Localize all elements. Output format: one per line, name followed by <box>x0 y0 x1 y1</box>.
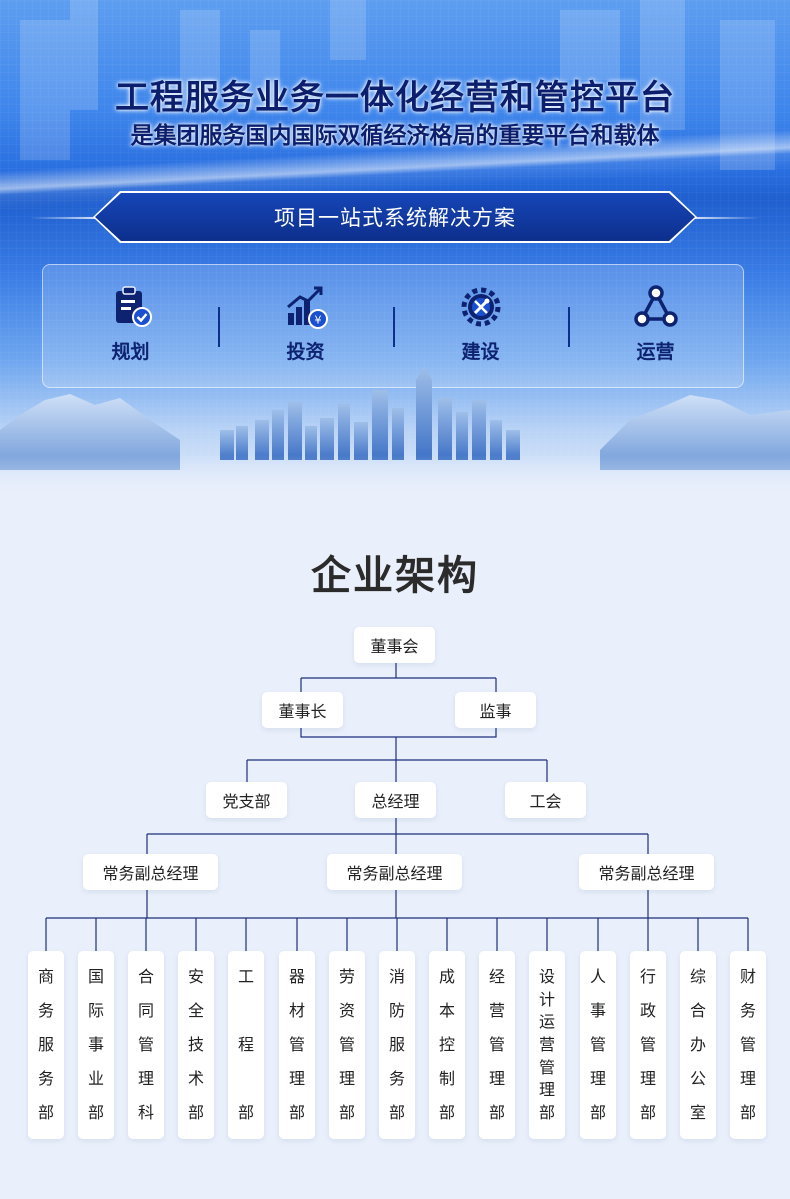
department-label: 工 程 部 <box>237 967 254 1122</box>
department-card: 消防服务部 <box>379 951 415 1139</box>
network-triangle-icon <box>633 284 678 327</box>
department-card: 人事管理部 <box>580 951 616 1139</box>
department-label: 成本控制部 <box>438 967 455 1122</box>
department-card: 安全技术部 <box>178 951 214 1139</box>
department-card: 劳资管理部 <box>329 951 365 1139</box>
department-card: 商务服务部 <box>28 951 64 1139</box>
department-card: 财务管理部 <box>730 951 766 1139</box>
labor-union-node: 工会 <box>505 782 586 818</box>
clipboard-check-icon <box>115 285 152 327</box>
department-label: 经营管理部 <box>488 967 505 1122</box>
project-phases-card: 规划 ¥ 投资 建设 <box>42 264 744 388</box>
vice-gm-node: 常务副总经理 <box>327 854 462 890</box>
general-manager-node: 总经理 <box>355 782 436 818</box>
department-label: 器材管理部 <box>288 967 305 1122</box>
board-of-directors-node: 董事会 <box>354 627 435 663</box>
hero-banner: 工程服务业务一体化经营和管控平台 是集团服务国内国际双循经济格局的重要平台和载体… <box>0 0 790 500</box>
phase-label: 规划 <box>111 340 150 363</box>
department-label: 综合办公室 <box>689 967 706 1122</box>
department-label: 合同管理科 <box>137 967 154 1122</box>
phase-label: 运营 <box>636 340 675 363</box>
svg-text:¥: ¥ <box>314 313 321 326</box>
department-card: 综合办公室 <box>680 951 716 1139</box>
phase-label: 建设 <box>461 340 500 363</box>
department-label: 行政管理部 <box>639 967 656 1122</box>
department-card: 国际事业部 <box>78 951 114 1139</box>
phase-label: 投资 <box>286 340 325 363</box>
department-label: 消防服务部 <box>388 967 405 1122</box>
department-card: 成本控制部 <box>429 951 465 1139</box>
org-chart-title: 企业架构 <box>311 553 479 599</box>
department-label: 人事管理部 <box>589 967 606 1122</box>
department-label: 财务管理部 <box>739 967 756 1122</box>
banner-line-left <box>30 217 110 219</box>
department-card: 设计运营管理部 <box>529 951 565 1139</box>
solution-banner-label: 项目一站式系统解决方案 <box>95 193 695 241</box>
phase-investment: ¥ 投资 <box>218 265 393 387</box>
party-branch-node: 党支部 <box>206 782 287 818</box>
vice-gm-node: 常务副总经理 <box>579 854 714 890</box>
department-label: 劳资管理部 <box>338 967 355 1122</box>
growth-chart-icon: ¥ <box>286 286 328 329</box>
department-label: 商务服务部 <box>37 967 54 1122</box>
phase-planning: 规划 <box>43 265 218 387</box>
department-card: 工 程 部 <box>228 951 264 1139</box>
department-card: 经营管理部 <box>479 951 515 1139</box>
hero-title: 工程服务业务一体化经营和管控平台 <box>115 78 675 118</box>
city-skyline-illustration <box>0 366 790 500</box>
phase-operation: 运营 <box>568 265 743 387</box>
department-card: 行政管理部 <box>630 951 666 1139</box>
gear-tools-icon <box>461 287 500 326</box>
chairman-node: 董事长 <box>262 692 343 728</box>
hero-subtitle: 是集团服务国内国际双循经济格局的重要平台和载体 <box>130 123 660 149</box>
department-card: 器材管理部 <box>279 951 315 1139</box>
supervisor-node: 监事 <box>455 692 536 728</box>
department-card: 合同管理科 <box>128 951 164 1139</box>
department-label: 安全技术部 <box>187 967 204 1122</box>
department-label: 国际事业部 <box>87 967 104 1122</box>
phase-construction: 建设 <box>393 265 568 387</box>
solution-banner: 项目一站式系统解决方案 <box>30 191 760 243</box>
department-label: 设计运营管理部 <box>538 967 555 1122</box>
vice-gm-node: 常务副总经理 <box>83 854 218 890</box>
